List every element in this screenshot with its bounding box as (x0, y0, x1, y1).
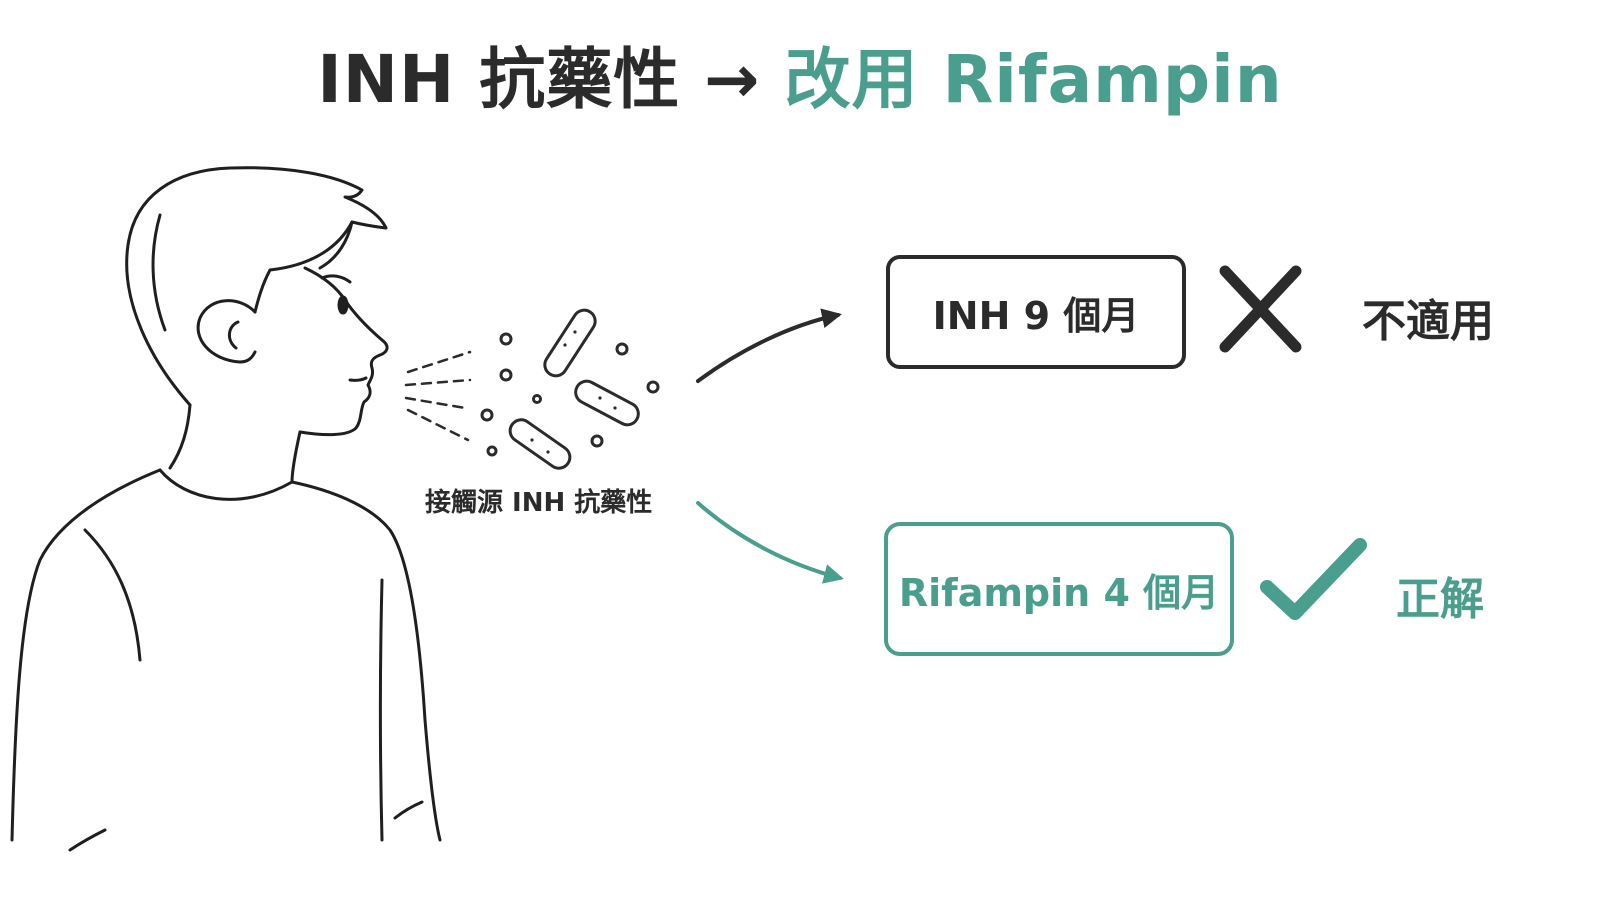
title-part-accent: 改用 Rifampin (784, 41, 1283, 118)
option-label-inh: INH 9 個月 (932, 293, 1140, 338)
cross-icon (1219, 265, 1302, 353)
exposure-source-label: 接觸源 INH 抗藥性 (425, 488, 653, 518)
verdict-not-applicable: 不適用 (1362, 296, 1494, 347)
option-box-inh: INH 9 個月 (886, 255, 1186, 369)
option-label-rifampin: Rifampin 4 個月 (898, 570, 1220, 615)
verdict-correct: 正解 (1396, 574, 1484, 625)
arrow-to-rifampin (696, 501, 844, 584)
person-icon (10, 166, 442, 852)
breath-lines (404, 350, 472, 442)
bacteria-dots (530, 330, 617, 454)
title-part-dark: INH 抗藥性 → (317, 41, 761, 118)
bacteria-icon (480, 308, 660, 470)
check-icon (1260, 538, 1367, 620)
arrow-to-inh (696, 308, 842, 383)
page-title: INH 抗藥性 → 改用 Rifampin (0, 26, 1600, 122)
option-box-rifampin: Rifampin 4 個月 (884, 522, 1234, 656)
